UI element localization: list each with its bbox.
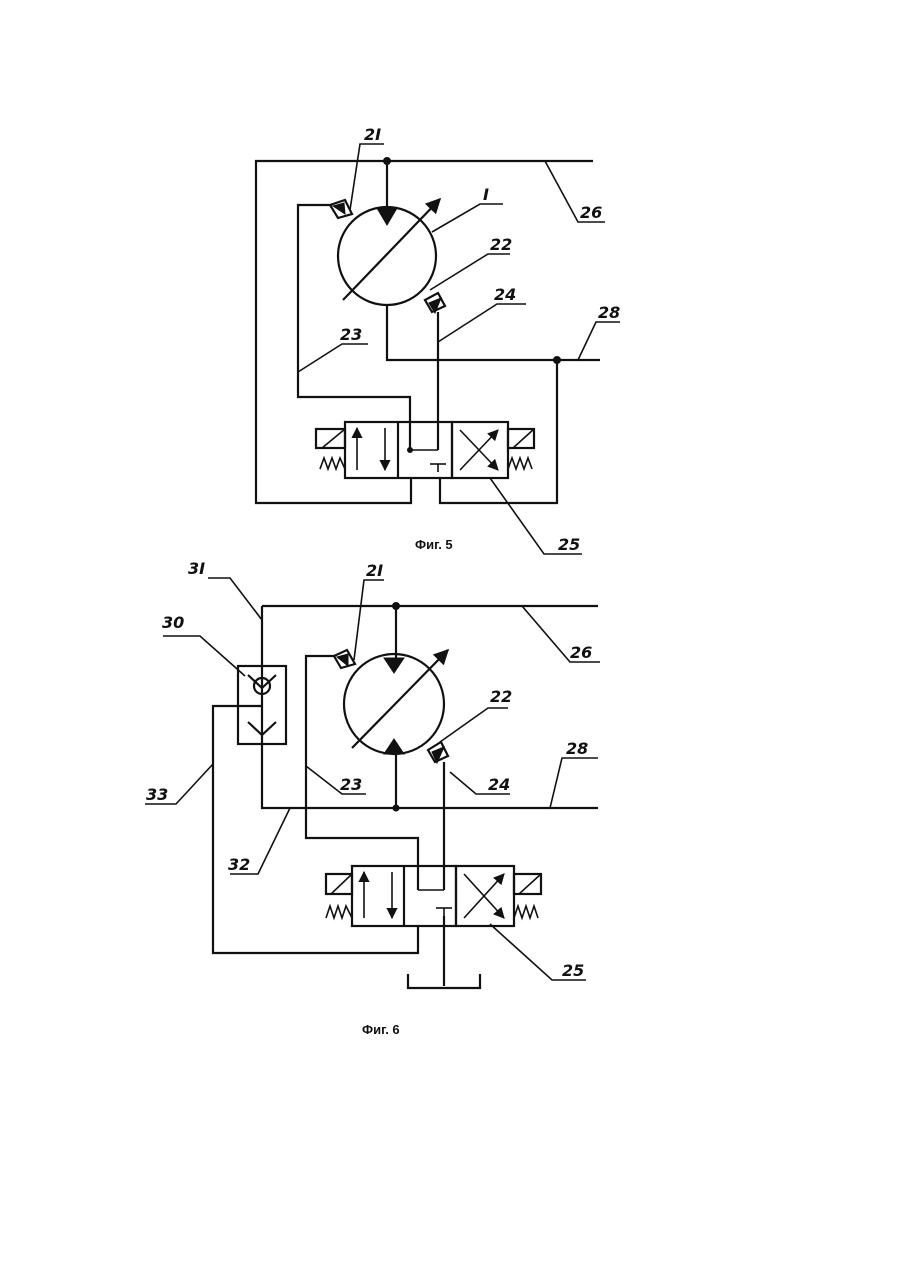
fig6-label-23: 23 xyxy=(340,775,362,794)
fig5-spring-left xyxy=(320,458,345,469)
fig6-leader-30 xyxy=(163,636,245,676)
fig5-directional-valve-25 xyxy=(316,422,534,478)
fig6-leader-21 xyxy=(354,580,384,660)
fig6-junction-dot xyxy=(393,603,400,610)
fig6-leader-31 xyxy=(208,578,262,620)
fig5-leader-28 xyxy=(578,322,620,360)
fig5-label-26: 26 xyxy=(580,203,602,222)
fig6-label-21: 2I xyxy=(366,561,383,580)
fig5-caption: Фиг. 5 xyxy=(415,537,453,552)
fig6-spring-left xyxy=(326,906,352,918)
figure-5: 2I I 22 24 23 26 28 25 Фиг. 5 xyxy=(256,125,620,554)
fig6-label-26: 26 xyxy=(570,643,592,662)
fig5-leader-23 xyxy=(298,344,368,372)
fig5-outer-line xyxy=(256,161,593,503)
fig5-check-valve-22 xyxy=(425,293,445,313)
fig6-leader-28 xyxy=(550,758,598,808)
fig5-junction-dot xyxy=(384,158,391,165)
fig6-spring-right xyxy=(514,906,538,918)
fig6-label-33: 33 xyxy=(146,785,168,804)
fig5-leader-21 xyxy=(350,144,384,210)
fig6-pump-motor xyxy=(344,650,448,754)
fig5-label-23: 23 xyxy=(340,325,362,344)
fig5-leader-1 xyxy=(432,204,503,232)
fig6-label-25: 25 xyxy=(562,961,584,980)
fig5-label-1: I xyxy=(483,185,489,204)
fig5-pump-triangle xyxy=(377,208,397,225)
fig5-label-21: 2I xyxy=(364,125,381,144)
fig5-leader-24 xyxy=(438,304,526,342)
fig5-label-25: 25 xyxy=(558,535,580,554)
fig5-label-24: 24 xyxy=(494,285,516,304)
fig5-label-22: 22 xyxy=(490,235,512,254)
fig5-check-valve-21 xyxy=(330,200,352,218)
fig6-label-24: 24 xyxy=(488,775,510,794)
fig6-check-valve-21 xyxy=(334,650,355,668)
fig6-directional-valve-25 xyxy=(326,866,541,926)
fig5-label-28: 28 xyxy=(598,303,620,322)
fig5-spring-right xyxy=(508,458,532,469)
fig5-tank-line xyxy=(440,360,557,503)
fig6-label-32: 32 xyxy=(228,855,250,874)
fig6-line-23 xyxy=(306,656,418,890)
fig6-label-30: 30 xyxy=(162,613,184,632)
fig6-check-valve-22 xyxy=(428,742,448,763)
fig6-label-22: 22 xyxy=(490,687,512,706)
fig6-label-31: 3I xyxy=(188,559,205,578)
fig5-pump-motor xyxy=(338,199,440,305)
fig6-line-31-32 xyxy=(262,606,396,808)
fig6-label-28: 28 xyxy=(566,739,588,758)
fig6-leader-22 xyxy=(440,708,508,742)
figure-6: 2I 3I 30 26 22 23 24 28 33 32 25 Фиг. 6 xyxy=(145,559,600,1037)
fig6-caption: Фиг. 6 xyxy=(362,1022,400,1037)
fig5-pump-return-line xyxy=(387,305,600,360)
